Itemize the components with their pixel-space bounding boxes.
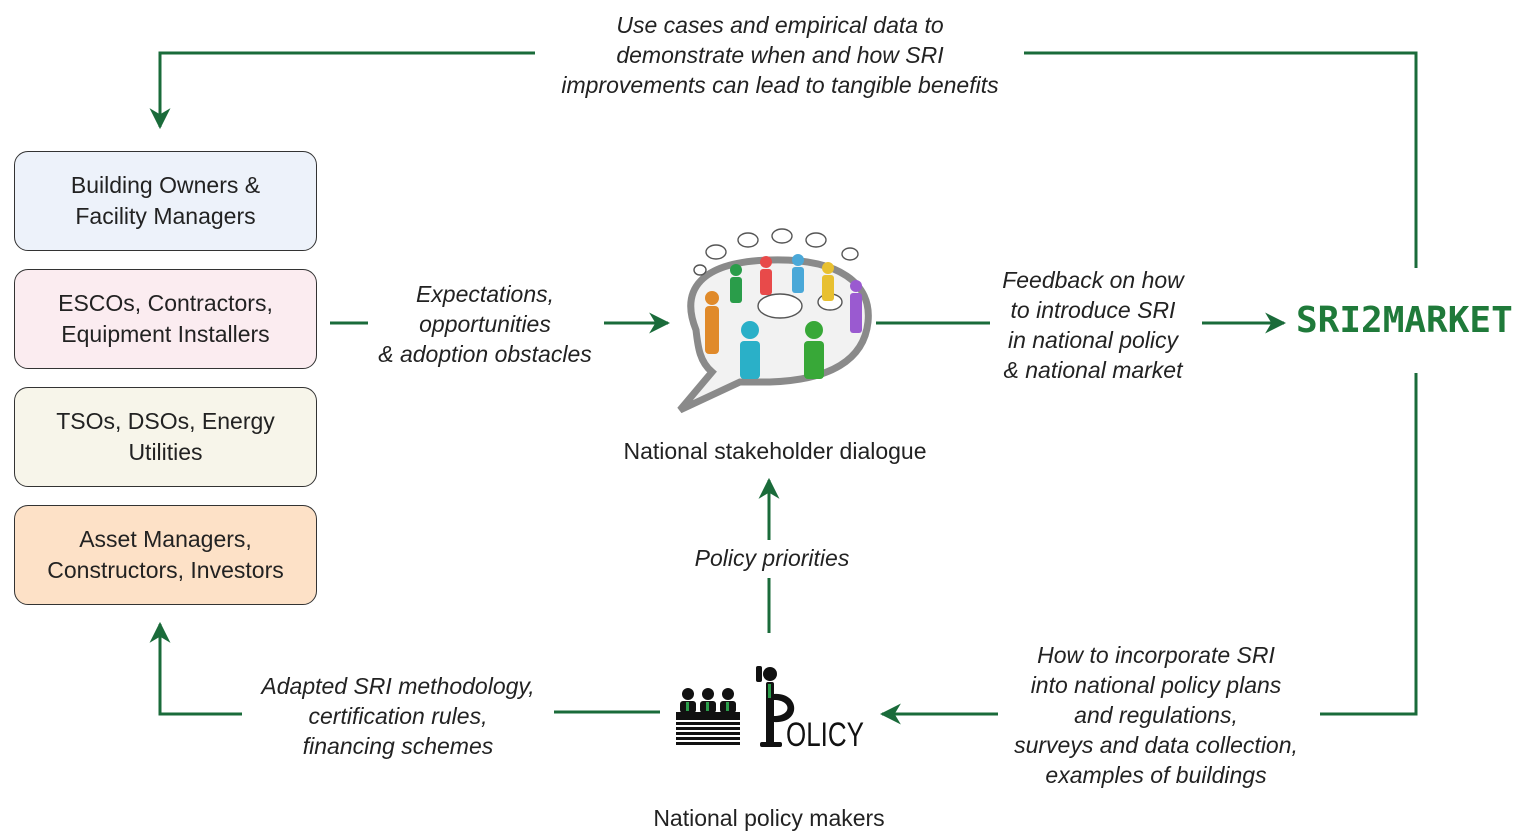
label-top-use-cases: Use cases and empirical data to demonstr… <box>561 12 999 98</box>
label-policy-priorities: Policy priorities <box>694 545 850 571</box>
box-asset-managers: Asset Managers, Constructors, Investors <box>14 505 317 605</box>
stakeholder-dialogue-speech-bubble-icon <box>677 228 872 414</box>
connector-lines <box>149 51 1418 725</box>
arrow-adapted-left <box>149 621 242 716</box>
policy-sign-text: OLICY <box>786 716 864 754</box>
arrow-bottom-right-loop <box>1320 373 1418 716</box>
box-tsos-dsos: TSOs, DSOs, Energy Utilities <box>14 387 317 487</box>
caption-stakeholder-dialogue: National stakeholder dialogue <box>623 438 927 464</box>
label-feedback: Feedback on how to introduce SRI in nati… <box>1002 267 1184 383</box>
arrow-top-loop-right <box>1024 51 1418 268</box>
policy-makers-podium-icon: OLICY <box>676 666 864 754</box>
box-escos-contractors: ESCOs, Contractors, Equipment Installers <box>14 269 317 369</box>
arrow-top-loop-left <box>149 51 535 130</box>
box-building-owners: Building Owners & Facility Managers <box>14 151 317 251</box>
label-adapted-methodology: Adapted SRI methodology, certification r… <box>261 673 535 759</box>
caption-policy-makers: National policy makers <box>653 805 885 831</box>
label-expectations: Expectations, opportunities & adoption o… <box>378 281 592 367</box>
sri2market-logo: SRI2MARKET <box>1296 300 1513 341</box>
label-incorporate-sri: How to incorporate SRI into national pol… <box>1014 642 1298 788</box>
